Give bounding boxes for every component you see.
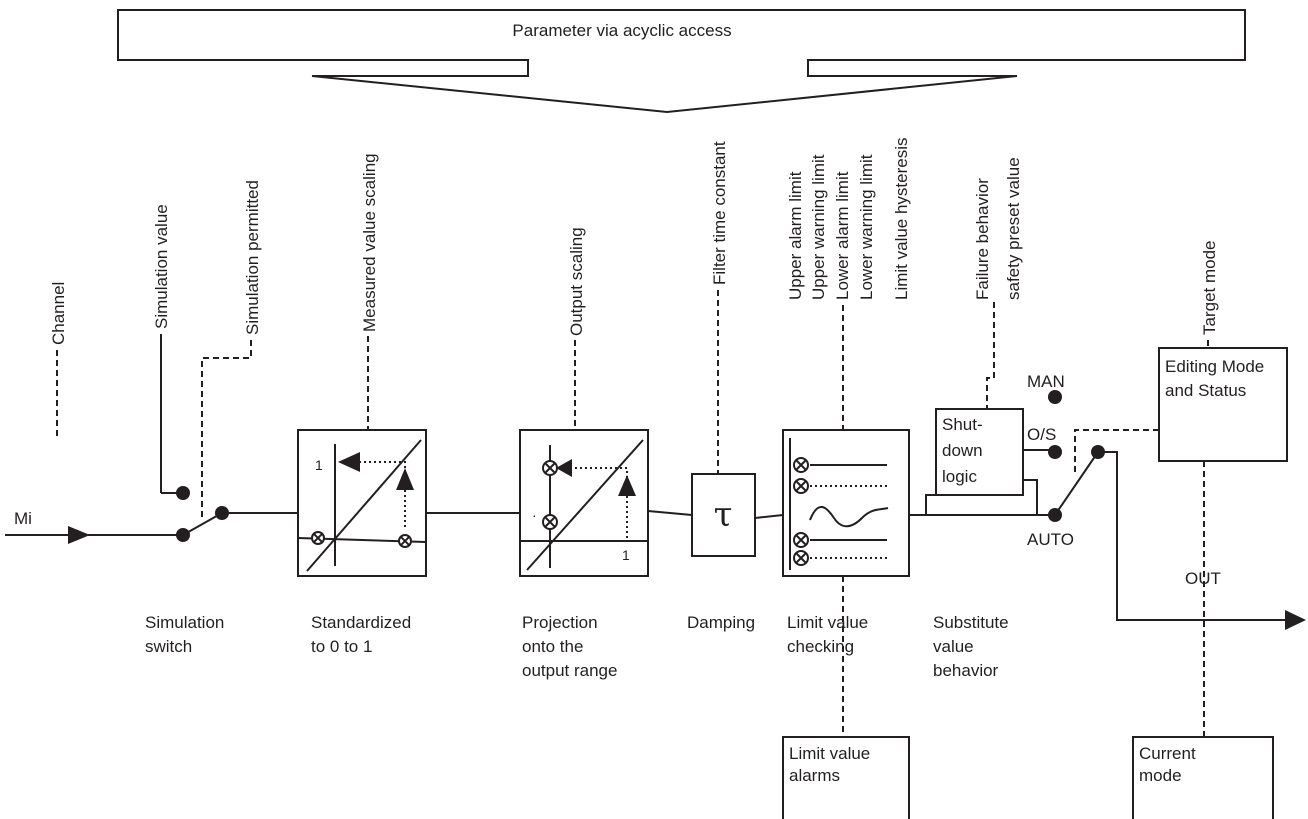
safety-preset-label: safety preset value bbox=[1004, 157, 1023, 300]
os-node bbox=[1048, 445, 1062, 459]
caption-simulation-switch: Simulation bbox=[145, 613, 224, 632]
simulation-value-label: Simulation value bbox=[152, 204, 171, 329]
input-arrowhead bbox=[68, 526, 90, 544]
limit-alarms-block bbox=[782, 736, 910, 819]
man-label: MAN bbox=[1027, 372, 1065, 391]
output-one-label: 1 bbox=[622, 547, 630, 563]
simulation-permitted-label: Simulation permitted bbox=[243, 180, 262, 335]
caption-limit-checking: Limit value bbox=[787, 613, 868, 632]
svg-text:onto the: onto the bbox=[522, 637, 583, 656]
banner-title: Parameter via acyclic access bbox=[512, 21, 731, 40]
tau-symbol: τ bbox=[714, 495, 733, 535]
svg-text:Shut-: Shut- bbox=[942, 415, 983, 434]
svg-text:switch: switch bbox=[145, 637, 192, 656]
filter-time-label: Filter time constant bbox=[710, 141, 729, 285]
upper-alarm-label: Upper alarm limit bbox=[786, 171, 805, 300]
svg-text:logic: logic bbox=[942, 467, 977, 486]
mi-label: Mi bbox=[14, 509, 32, 528]
lower-alarm-label: Lower alarm limit bbox=[833, 171, 852, 300]
measured-scaling-label: Measured value scaling bbox=[360, 153, 379, 332]
svg-text:alarms: alarms bbox=[789, 766, 840, 785]
svg-text:behavior: behavior bbox=[933, 661, 999, 680]
out-label: OUT bbox=[1185, 569, 1221, 588]
os-label: O/S bbox=[1027, 425, 1056, 444]
output-scaling-label: Output scaling bbox=[567, 227, 586, 336]
mode-switch-lever bbox=[1054, 451, 1099, 516]
caption-damping: Damping bbox=[687, 613, 755, 632]
channel-label: Channel bbox=[49, 282, 68, 345]
simulation-node bbox=[176, 486, 190, 500]
svg-text:Editing Mode: Editing Mode bbox=[1165, 357, 1264, 376]
switch-lever bbox=[182, 512, 223, 536]
damping-block bbox=[691, 473, 756, 557]
current-mode-block bbox=[1132, 736, 1274, 819]
svg-text:to 0 to 1: to 0 to 1 bbox=[311, 637, 372, 656]
svg-text:down: down bbox=[942, 441, 983, 460]
scaling-one-label: 1 bbox=[315, 457, 323, 473]
caption-substitute: Substitute bbox=[933, 613, 1009, 632]
svg-text:checking: checking bbox=[787, 637, 854, 656]
shutdown-logic-block bbox=[935, 408, 1024, 496]
svg-text:Limit value: Limit value bbox=[789, 744, 870, 763]
svg-text:value: value bbox=[933, 637, 974, 656]
svg-text:·: · bbox=[532, 507, 537, 523]
parameter-banner bbox=[117, 9, 1246, 114]
caption-projection: Projection bbox=[522, 613, 598, 632]
auto-label: AUTO bbox=[1027, 530, 1074, 549]
svg-text:and Status: and Status bbox=[1165, 381, 1246, 400]
caption-standardized: Standardized bbox=[311, 613, 411, 632]
svg-text:Current: Current bbox=[1139, 744, 1196, 763]
editing-mode-block bbox=[1158, 347, 1288, 462]
lower-warning-label: Lower warning limit bbox=[857, 154, 876, 300]
hysteresis-label: Limit value hysteresis bbox=[892, 137, 911, 300]
signal-curve bbox=[809, 506, 889, 528]
standardize-block bbox=[297, 429, 427, 577]
target-mode-label: Target mode bbox=[1200, 241, 1219, 336]
svg-text:mode: mode bbox=[1139, 766, 1182, 785]
output-arrowhead bbox=[1285, 610, 1306, 630]
upper-warning-label: Upper warning limit bbox=[809, 154, 828, 300]
failure-behavior-label: Failure behavior bbox=[973, 178, 992, 300]
man-node bbox=[1048, 390, 1062, 404]
svg-text:output range: output range bbox=[522, 661, 617, 680]
